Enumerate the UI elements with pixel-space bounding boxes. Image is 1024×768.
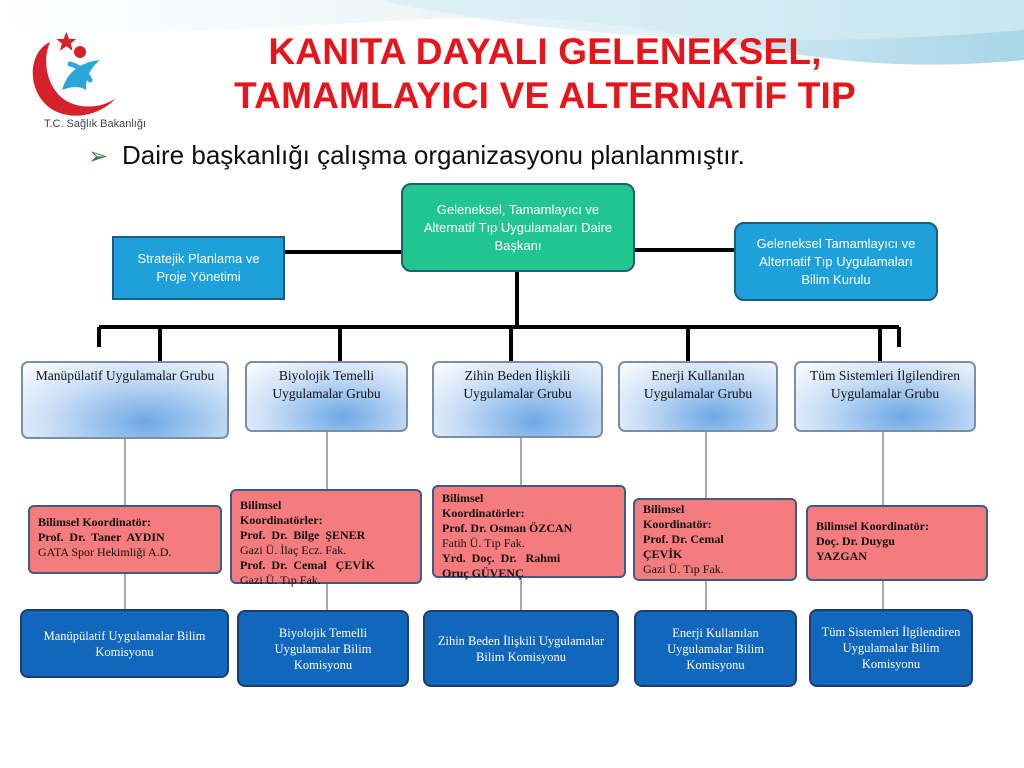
coordinator-line: Yrd. Doç. Dr. Rahmi — [442, 551, 561, 565]
group-box-2: Biyolojik Temelli Uygulamalar Grubu — [245, 361, 408, 432]
department-head-box: Geleneksel, Tamamlayıcı ve Alternatif Tı… — [401, 183, 635, 272]
strategic-planning-box: Stratejik Planlama ve Proje Yönetimi — [112, 236, 285, 300]
committee-box-5: Tüm Sistemleri İlgilendiren Uygulamalar … — [809, 609, 973, 687]
coordinator-line: Prof. Dr. Cemal ÇEVİK — [240, 558, 375, 572]
coordinator-line: ÇEVİK — [643, 547, 683, 561]
ministry-logo: T.C. Sağlık Bakanlığı — [20, 30, 150, 140]
coordinator-line: Fatih Ü. Tıp Fak. — [442, 536, 525, 550]
coordinator-box-1: Bilimsel Koordinatör:Prof. Dr. Taner AYD… — [28, 505, 222, 574]
bullet-arrow-icon: ➢ — [88, 143, 109, 170]
scientific-board-box: Geleneksel Tamamlayıcı ve Alternatif Tıp… — [734, 222, 938, 301]
coordinator-line: GATA Spor Hekimliği A.D. — [38, 545, 172, 559]
background-wave — [0, 0, 1024, 65]
coordinator-line: Gazi Ü. İlaç Ecz. Fak. — [240, 543, 347, 557]
coordinator-line: Prof. Dr. Cemal — [643, 532, 724, 546]
coordinator-line: Bilimsel Koordinatör: — [816, 519, 929, 533]
coordinator-line: Koordinatörler: — [442, 506, 525, 520]
coordinator-line: Prof. Dr. Osman ÖZCAN — [442, 521, 573, 535]
committee-box-1: Manüpülatif Uygulamalar Bilim Komisyonu — [20, 609, 229, 678]
coordinator-line: YAZGAN — [816, 549, 867, 563]
coordinator-line: Koordinatörler: — [240, 513, 323, 527]
coordinator-line: Bilimsel Koordinatör: — [38, 515, 151, 529]
coordinator-line: Gazi Ü. Tıp Fak. — [240, 573, 321, 587]
page-title: KANITA DAYALI GELENEKSEL, TAMAMLAYICI VE… — [150, 30, 940, 118]
coordinator-line: Oruç GÜVENÇ — [442, 566, 524, 580]
coordinator-line: Gazi Ü. Tıp Fak. — [643, 562, 724, 576]
group-box-5: Tüm Sistemleri İlgilendiren Uygulamalar … — [794, 361, 976, 432]
title-line-1: KANITA DAYALI GELENEKSEL, — [268, 31, 822, 72]
logo-caption: T.C. Sağlık Bakanlığı — [43, 118, 147, 130]
coordinator-line: Doç. Dr. Duygu — [816, 534, 895, 548]
group-box-1: Manüpülatif Uygulamalar Grubu — [21, 361, 229, 439]
coordinator-line: Prof. Dr. Taner AYDIN — [38, 530, 165, 544]
coordinator-line: Bilimsel — [442, 491, 484, 505]
group-box-3: Zihin Beden İlişkili Uygulamalar Grubu — [432, 361, 603, 438]
coordinator-line: Bilimsel — [240, 498, 282, 512]
committee-box-2: Biyolojik Temelli Uygulamalar Bilim Komi… — [237, 610, 409, 687]
committee-box-4: Enerji Kullanılan Uygulamalar Bilim Komi… — [634, 610, 797, 687]
title-line-2: TAMAMLAYICI VE ALTERNATİF TIP — [234, 75, 856, 116]
coordinator-line: Bilimsel — [643, 502, 685, 516]
committee-box-3: Zihin Beden İlişkili Uygulamalar Bilim K… — [423, 610, 619, 687]
crescent-star-icon — [32, 31, 117, 116]
coordinator-line: Koordinatör: — [643, 517, 712, 531]
coordinator-line: Prof. Dr. Bilge ŞENER — [240, 528, 366, 542]
group-box-4: Enerji Kullanılan Uygulamalar Grubu — [618, 361, 778, 432]
subtitle: Daire başkanlığı çalışma organizasyonu p… — [122, 140, 745, 170]
